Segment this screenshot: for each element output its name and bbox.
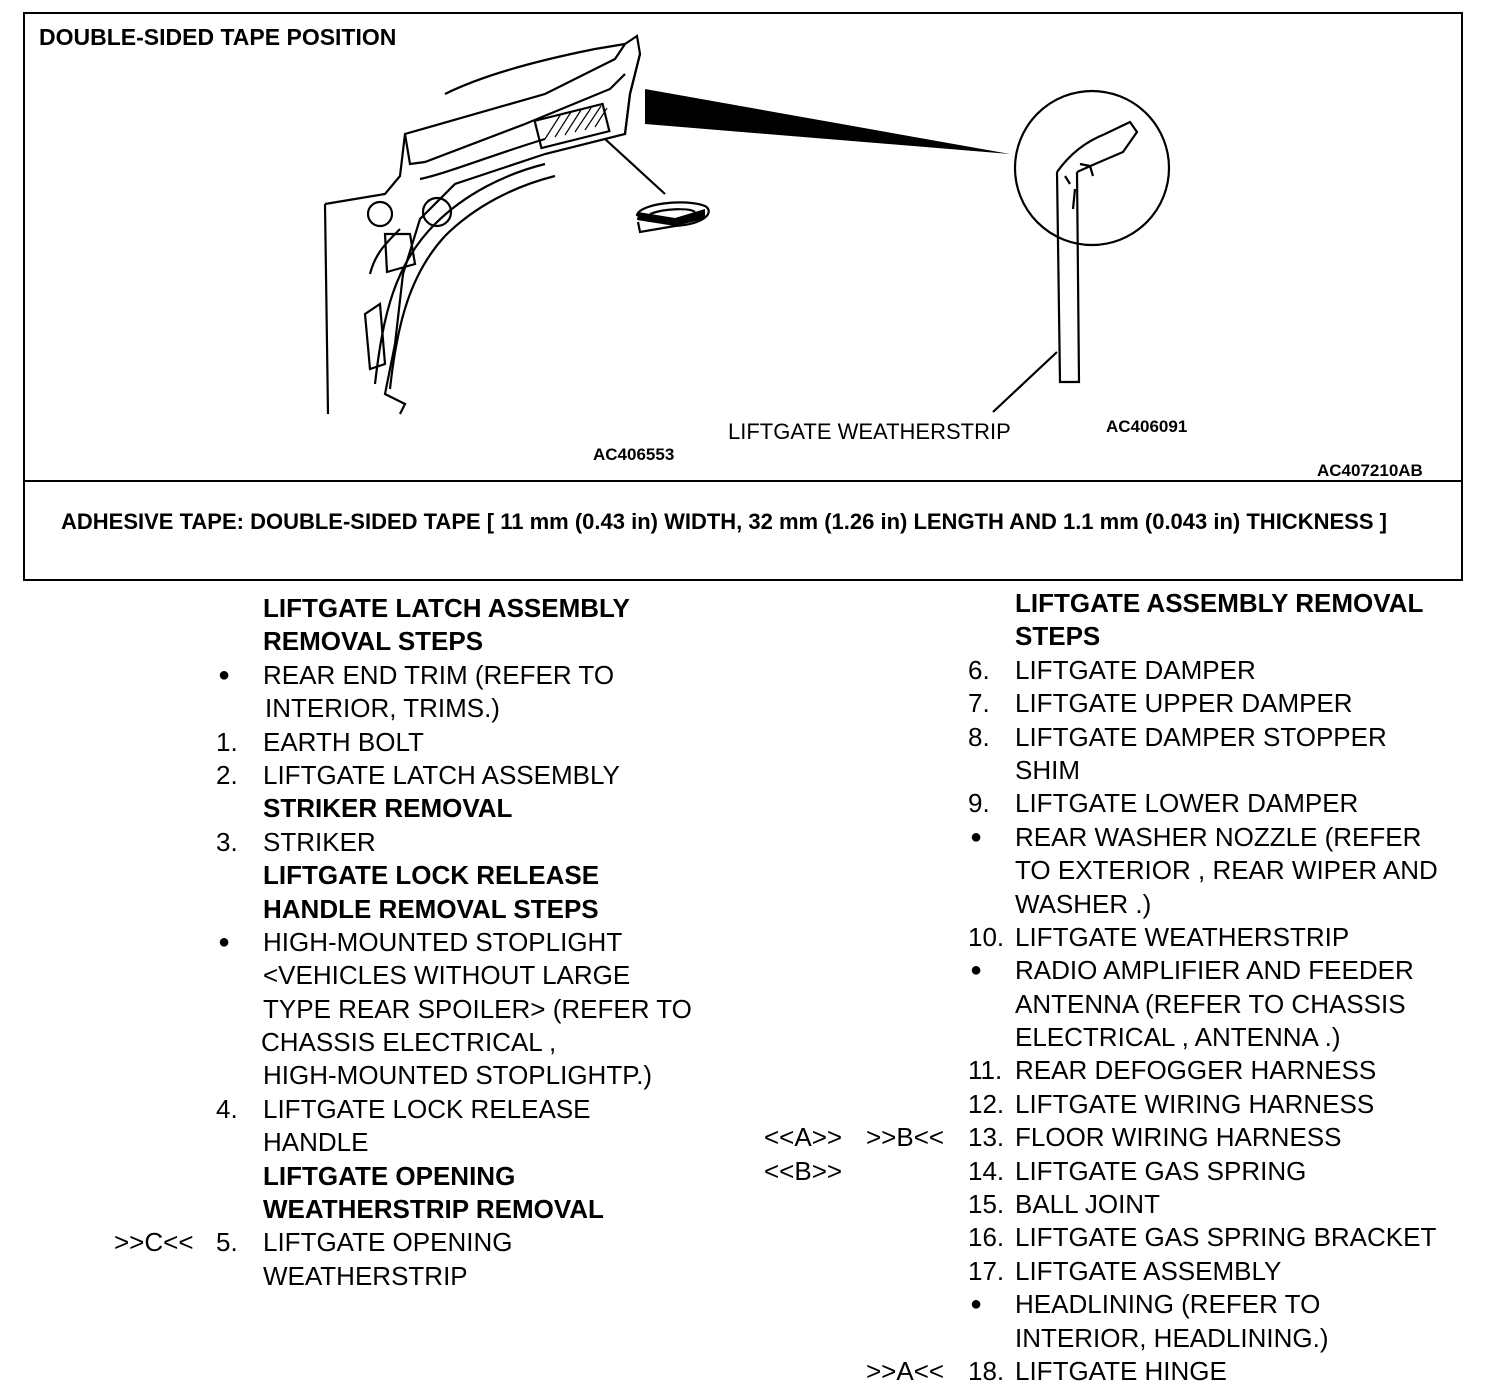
right-procedure-list: LIFTGATE ASSEMBLY REMOVAL STEPS 6. LIFTGA… xyxy=(0,587,1504,1388)
bullet-washer-nozzle-line3: WASHER .) xyxy=(1015,888,1152,919)
bullet-headlining: HEADLINING (REFER TO xyxy=(1015,1289,1321,1320)
item-lock-release-handle: LIFTGATE LOCK RELEASE xyxy=(263,1093,591,1124)
reference-mark-a: <<A>> xyxy=(764,1122,843,1153)
item-earth-bolt: EARTH BOLT xyxy=(263,726,424,757)
bullet-icon: ● xyxy=(218,663,231,686)
item-number: 11. xyxy=(968,1055,1003,1086)
item-gas-spring-bracket: LIFTGATE GAS SPRING BRACKET xyxy=(1015,1222,1437,1253)
item-number: 8. xyxy=(968,721,990,752)
item-damper-stopper-shim-line2: SHIM xyxy=(1015,754,1080,785)
bullet-headlining-line2: INTERIOR, HEADLINING.) xyxy=(1015,1322,1329,1353)
bullet-icon: ● xyxy=(970,959,983,982)
item-wiring-harness: LIFTGATE WIRING HARNESS xyxy=(1015,1088,1375,1119)
reference-mark-b: >>A<< xyxy=(866,1355,945,1386)
bullet-stoplight: HIGH-MOUNTED STOPLIGHT xyxy=(263,926,623,957)
heading-opening-weatherstrip: LIFTGATE OPENING xyxy=(263,1160,516,1191)
item-number: 6. xyxy=(968,654,990,685)
heading-latch: LIFTGATE LATCH ASSEMBLY xyxy=(263,593,630,623)
weatherstrip-callout: LIFTGATE WEATHERSTRIP xyxy=(728,419,1011,444)
item-number: 10. xyxy=(968,921,1005,952)
reference-mark-a: <<B>> xyxy=(764,1155,843,1186)
item-number: 2. xyxy=(216,759,238,790)
figure-title: DOUBLE-SIDED TAPE POSITION xyxy=(39,24,397,50)
figure-panel: DOUBLE-SIDED TAPE POSITION LIFTGATE WEAT… xyxy=(23,12,1463,482)
detail-code: AC406091 xyxy=(1106,417,1188,436)
item-number: 3. xyxy=(216,826,238,857)
reference-mark: >>C<< xyxy=(114,1227,194,1258)
item-opening-weatherstrip: LIFTGATE OPENING xyxy=(263,1227,513,1258)
liftgate-illustration xyxy=(323,34,1171,415)
item-latch-assembly: LIFTGATE LATCH ASSEMBLY xyxy=(263,759,620,790)
item-number: 9. xyxy=(968,788,990,819)
item-number: 16. xyxy=(968,1222,1005,1253)
bullet-icon: ● xyxy=(970,1293,983,1316)
item-number: 14. xyxy=(968,1155,1005,1186)
bullet-icon: ● xyxy=(970,825,983,848)
heading-striker: STRIKER REMOVAL xyxy=(263,793,513,824)
item-number: 12. xyxy=(968,1088,1005,1119)
reference-mark-b: >>B<< xyxy=(866,1122,945,1153)
heading-liftgate-assembly: LIFTGATE ASSEMBLY REMOVAL xyxy=(1015,588,1424,618)
item-number: 15. xyxy=(968,1189,1005,1220)
item-defogger-harness: REAR DEFOGGER HARNESS xyxy=(1015,1055,1377,1086)
bullet-radio-amplifier-line3: ELECTRICAL , ANTENNA .) xyxy=(1015,1022,1341,1053)
item-number: 4. xyxy=(216,1093,238,1124)
bullet-stoplight-line2: <VEHICLES WITHOUT LARGE xyxy=(263,960,631,991)
item-liftgate-assembly: LIFTGATE ASSEMBLY xyxy=(1015,1255,1282,1286)
bullet-washer-nozzle: REAR WASHER NOZZLE (REFER xyxy=(1015,821,1422,852)
item-number: 17. xyxy=(968,1255,1005,1286)
heading-latch-line2: REMOVAL STEPS xyxy=(263,626,484,657)
bullet-icon: ● xyxy=(218,930,231,953)
item-number: 5. xyxy=(216,1227,238,1258)
heading-opening-weatherstrip-line2: WEATHERSTRIP REMOVAL xyxy=(263,1194,604,1225)
item-gas-spring: LIFTGATE GAS SPRING xyxy=(1015,1155,1307,1186)
item-number: 7. xyxy=(968,688,990,719)
bullet-radio-amplifier: RADIO AMPLIFIER AND FEEDER xyxy=(1015,955,1414,986)
heading-lock-release: LIFTGATE LOCK RELEASE xyxy=(263,860,600,891)
item-damper-stopper-shim: LIFTGATE DAMPER STOPPER xyxy=(1015,721,1387,752)
panel-code: AC406553 xyxy=(593,445,675,464)
item-ball-joint: BALL JOINT xyxy=(1015,1189,1160,1220)
bullet-washer-nozzle-line2: TO EXTERIOR , REAR WIPER AND xyxy=(1015,855,1438,886)
item-liftgate-damper: LIFTGATE DAMPER xyxy=(1015,654,1256,685)
figure-code: AC407210AB xyxy=(1317,461,1423,480)
item-opening-weatherstrip-line2: WEATHERSTRIP xyxy=(263,1260,468,1291)
bullet-stoplight-line5: HIGH-MOUNTED STOPLIGHTP.) xyxy=(263,1060,653,1091)
bullet-stoplight-line3: TYPE REAR SPOILER> (REFER TO xyxy=(263,993,692,1024)
left-procedure-list: LIFTGATE LATCH ASSEMBLY REMOVAL STEPS ● R… xyxy=(0,592,740,1293)
bullet-rear-end-trim: REAR END TRIM (REFER TO xyxy=(263,659,615,690)
item-liftgate-hinge: LIFTGATE HINGE xyxy=(1015,1355,1227,1386)
item-number: 18. xyxy=(968,1355,1005,1386)
item-floor-wiring-harness: FLOOR WIRING HARNESS xyxy=(1015,1122,1342,1153)
adhesive-tape-note: ADHESIVE TAPE: DOUBLE-SIDED TAPE [ 11 mm… xyxy=(61,509,1387,534)
bullet-radio-amplifier-line2: ANTENNA (REFER TO CHASSIS xyxy=(1015,988,1406,1019)
bullet-stoplight-line4: CHASSIS ELECTRICAL , xyxy=(261,1027,557,1058)
item-upper-damper: LIFTGATE UPPER DAMPER xyxy=(1015,688,1353,719)
heading-liftgate-assembly-line2: STEPS xyxy=(1015,621,1101,652)
item-lower-damper: LIFTGATE LOWER DAMPER xyxy=(1015,788,1359,819)
adhesive-note-panel: ADHESIVE TAPE: DOUBLE-SIDED TAPE [ 11 mm… xyxy=(23,482,1463,581)
item-number: 13. xyxy=(968,1122,1005,1153)
bullet-rear-end-trim-line2: INTERIOR, TRIMS.) xyxy=(265,693,500,724)
item-liftgate-weatherstrip: LIFTGATE WEATHERSTRIP xyxy=(1015,921,1350,952)
item-lock-release-handle-line2: HANDLE xyxy=(263,1127,369,1158)
heading-lock-release-line2: HANDLE REMOVAL STEPS xyxy=(263,893,599,924)
item-striker: STRIKER xyxy=(263,826,376,857)
item-number: 1. xyxy=(216,726,238,757)
